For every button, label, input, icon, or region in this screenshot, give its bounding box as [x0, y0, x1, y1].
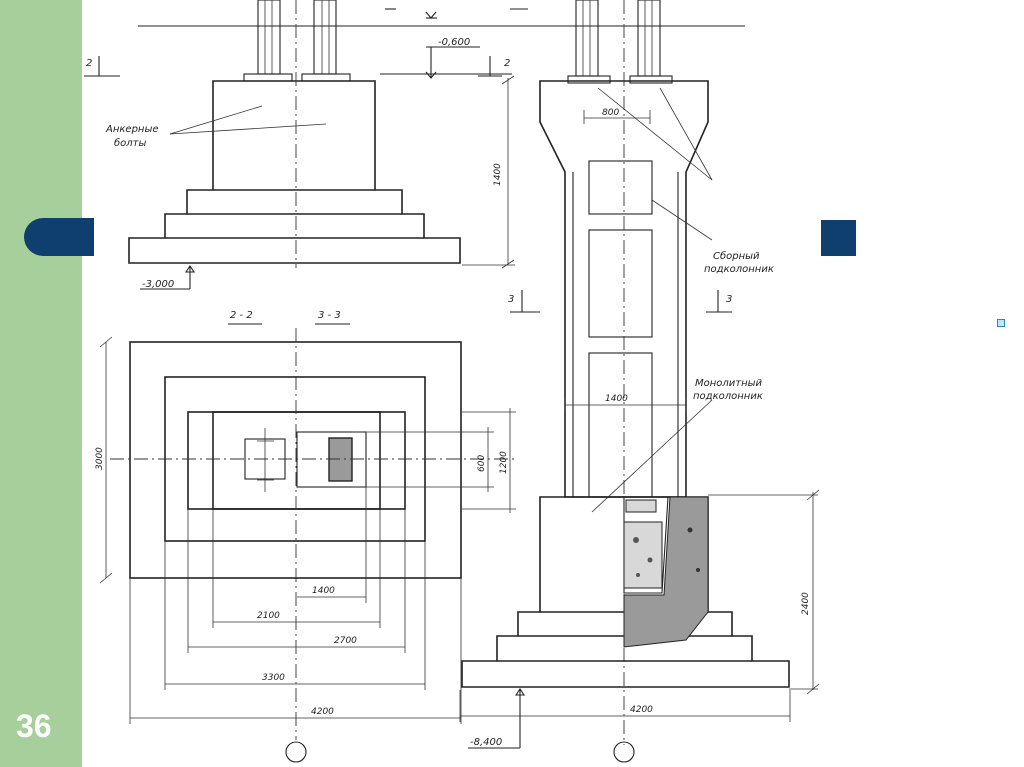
left-elevation	[84, 0, 745, 290]
elevation-base-left: -3,000	[142, 279, 174, 290]
label-precast-2: подколонник	[704, 264, 774, 275]
dim-2100: 2100	[257, 611, 280, 621]
label-precast-1: Сборный	[713, 250, 760, 262]
dim-1400-width: 1400	[605, 394, 628, 404]
elevation-base-right: -8,400	[470, 737, 502, 748]
cut-3-left: 3	[508, 294, 514, 305]
label-monolithic-1: Монолитный	[695, 378, 763, 389]
section-3-3: 3 - 3	[318, 310, 341, 321]
concrete-hatch	[623, 496, 709, 648]
sidebar-band	[0, 0, 82, 767]
dim-3000: 3000	[95, 447, 105, 470]
label-monolithic-2: подколонник	[693, 391, 763, 402]
section-2-2: 2 - 2	[230, 310, 253, 321]
cut-3-right: 3	[726, 294, 732, 305]
dim-4200-plan: 4200	[311, 707, 334, 717]
elevation-top: -0,600	[438, 37, 470, 48]
plan-view	[99, 323, 516, 763]
dim-600: 600	[477, 455, 487, 472]
dim-3300: 3300	[262, 673, 285, 683]
decorative-square-right	[821, 220, 856, 256]
decorative-pill-left	[24, 218, 94, 256]
bullet-marker	[997, 319, 1005, 327]
dim-800: 800	[602, 108, 619, 118]
dim-1200: 1200	[499, 451, 509, 474]
dim-1400-height: 1400	[493, 163, 503, 186]
slide-number: 36	[16, 708, 52, 744]
dim-4200-right: 4200	[630, 705, 653, 715]
right-elevation	[459, 0, 820, 763]
label-anchor-bolts-1: Анкерные	[105, 124, 159, 135]
cut-2-right: 2	[504, 58, 510, 69]
dim-2700: 2700	[334, 636, 357, 646]
dim-1400-plan: 1400	[312, 586, 335, 596]
cut-2-left: 2	[86, 58, 92, 69]
label-anchor-bolts-2: болты	[114, 137, 147, 149]
dim-2400: 2400	[801, 592, 811, 615]
